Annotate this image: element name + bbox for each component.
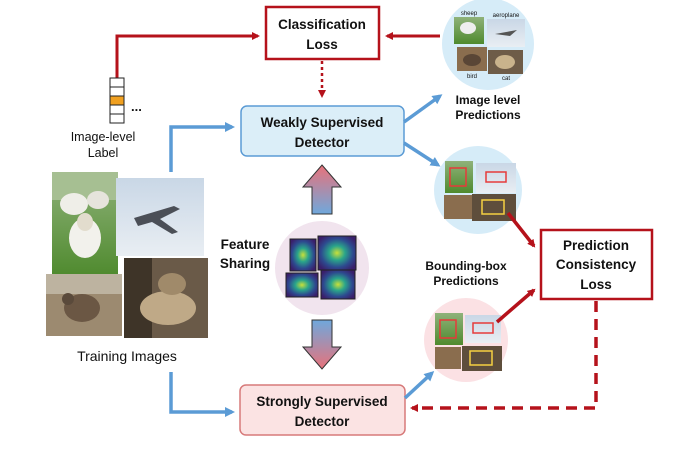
- strong-bbox-predictions-thumbnails: [424, 298, 508, 382]
- weakly-supervised-detector-box: Weakly Supervised Detector: [240, 105, 405, 157]
- weak-to-bbox-predictions-arrow: [403, 141, 441, 167]
- strong-bbox-to-consistency-arrow: [495, 288, 536, 324]
- classification-loss-line1: Classification: [278, 17, 366, 32]
- weak-to-image-predictions-arrow: [402, 94, 443, 124]
- class-name-aeroplane: aeroplane: [493, 13, 520, 19]
- strongly-supervised-detector-box: Strongly Supervised Detector: [239, 384, 406, 436]
- weak-detector-line1: Weakly Supervised: [261, 115, 384, 130]
- class-name-bird: bird: [467, 74, 477, 80]
- bbox-predictions-line1: Bounding-box: [425, 259, 507, 273]
- weak-bbox-predictions-thumbnails: [434, 146, 522, 234]
- class-name-sheep: sheep: [461, 11, 478, 17]
- image-level-predictions-thumbnails: sheep aeroplane bird cat: [442, 0, 534, 90]
- classification-loss-line2: Loss: [306, 37, 338, 52]
- weak-detector-line2: Detector: [295, 135, 351, 150]
- label-vector-icon: [109, 77, 125, 124]
- label-vector-ellipsis: ...: [131, 99, 142, 114]
- consistency-loss-line1: Prediction: [563, 238, 629, 253]
- image-level-label-line2: Label: [88, 146, 119, 160]
- feature-sharing-line1: Feature: [221, 237, 270, 252]
- feature-sharing-line2: Sharing: [220, 256, 270, 271]
- images-to-strong-detector-arrow: [169, 372, 235, 417]
- feature-maps-icon: [275, 221, 369, 315]
- strong-detector-line1: Strongly Supervised: [256, 394, 387, 409]
- consistency-loss-line2: Consistency: [556, 257, 637, 272]
- strong-to-bbox-predictions-arrow: [403, 370, 435, 400]
- class-name-cat: cat: [502, 76, 510, 82]
- image-level-predictions-line1: Image level: [456, 93, 521, 107]
- bbox-predictions-line2: Predictions: [433, 274, 499, 288]
- image-level-label-line1: Image-level: [71, 130, 136, 144]
- classification-loss-box: Classification Loss: [264, 5, 381, 61]
- strong-detector-line2: Detector: [295, 414, 351, 429]
- image-level-predictions-line2: Predictions: [455, 108, 521, 122]
- prediction-consistency-loss-box: Prediction Consistency Loss: [539, 228, 654, 301]
- images-to-weak-detector-arrow: [169, 122, 235, 172]
- feature-sharing-up-arrow: [301, 164, 343, 215]
- training-images-collage: [46, 172, 208, 338]
- consistency-loss-line3: Loss: [580, 277, 612, 292]
- weak-bbox-to-consistency-arrow: [506, 211, 536, 248]
- training-images-label: Training Images: [77, 348, 177, 364]
- label-to-loss-arrow: [115, 32, 260, 78]
- feature-sharing-down-arrow: [301, 319, 343, 370]
